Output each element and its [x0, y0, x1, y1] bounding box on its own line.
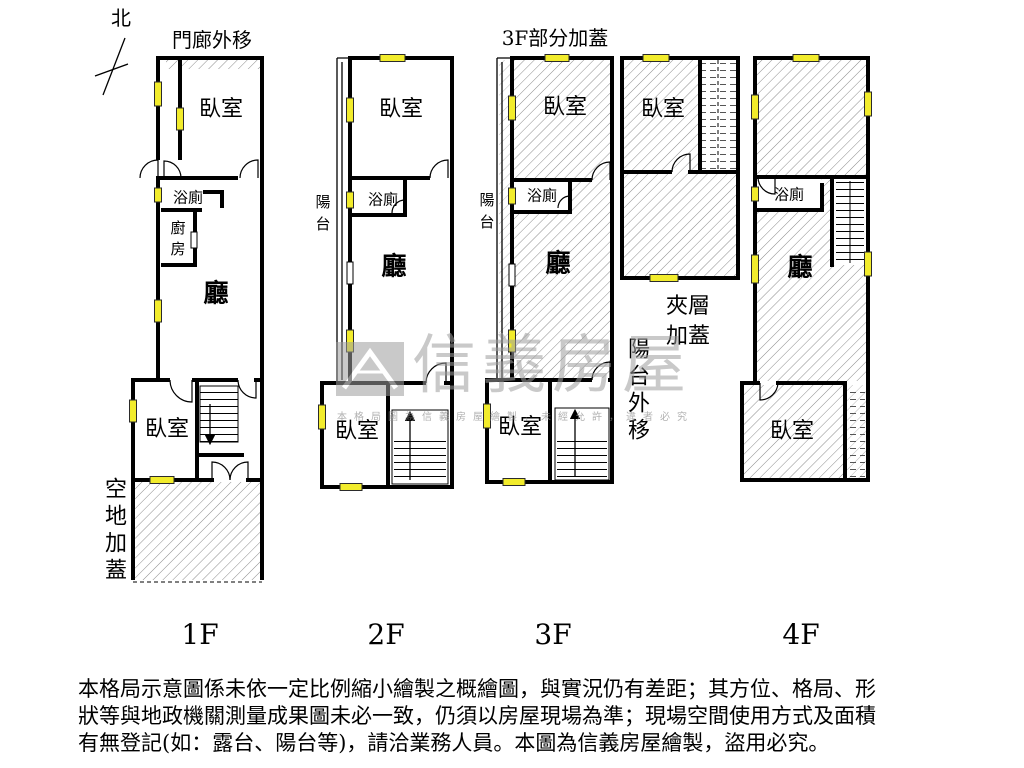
f2-caption: 2F: [367, 618, 405, 651]
f3-plan: [483, 54, 614, 486]
f3-side-door: [508, 263, 516, 287]
f3-walls: [485, 56, 614, 484]
mezzanine-addition-note: 夾層加蓋: [665, 294, 710, 349]
north-arrow-icon: [94, 37, 129, 96]
watermark-brand: 信義房屋: [412, 329, 692, 403]
f3-partial-note: 3F部分加蓋: [501, 26, 609, 50]
f3-balcony-moved-note: 陽台外移: [624, 337, 649, 445]
mezzanine-bedroom-label: 臥室: [640, 97, 686, 122]
mezz-hatch-left: [624, 60, 700, 276]
f3-bath-label: 浴廁: [526, 186, 558, 205]
f1-bedroom-lower-label: 臥室: [144, 417, 190, 442]
mezzanine-stairs-icon: [702, 60, 736, 170]
f1-doors: [139, 159, 259, 481]
f4-doors: [757, 176, 779, 401]
watermark-notice: 本格局圖為信義房屋繪製，未經允許，違者必究: [337, 412, 694, 423]
f4-caption: 4F: [782, 618, 820, 651]
mezz-hatch-right: [700, 172, 736, 276]
mezzanine-door: [671, 153, 691, 173]
f1-windows: [129, 81, 184, 484]
f1-living-label: 廳: [203, 278, 229, 308]
f2-bedroom-lower-label: 臥室: [334, 419, 380, 444]
disclaimer-line: 本格局示意圖係未依一定比例縮小繪製之概繪圖，與實況仍有差距；其方位、格局、形: [78, 677, 876, 701]
f4-plan: [740, 54, 872, 482]
f2-stairs-icon: [391, 409, 449, 485]
f4-stairs-icon: [836, 181, 864, 263]
f3-doors: [557, 161, 611, 381]
mezzanine-windows: [642, 54, 679, 282]
f1-yard-hatch: [135, 482, 260, 580]
f3-caption: 3F: [534, 618, 572, 651]
f4-bath-clear: [757, 179, 821, 209]
f1-bedroom-upper-label: 臥室: [198, 97, 244, 122]
f1-porch-hatch: [166, 60, 260, 69]
f1-bath-label: 浴廁: [172, 188, 204, 207]
f2-side-door: [346, 261, 354, 285]
f3-bedroom-upper-label: 臥室: [542, 95, 588, 120]
f1-stairs-icon: [199, 385, 239, 446]
f2-bedroom-upper-label: 臥室: [378, 97, 424, 122]
house-logo-icon: [336, 342, 404, 396]
f3-bedroom-lower-label: 臥室: [497, 415, 543, 440]
f1-caption: 1F: [181, 618, 219, 651]
hatched-additions: [135, 60, 866, 580]
f3-living-label: 廳: [545, 248, 571, 278]
disclaimer-line: 有無登記(如：露台、陽台等)，請洽業務人員。本圖為信義房屋繪製，盜用必究。: [78, 731, 830, 755]
f4-windows: [751, 54, 872, 284]
f4-lower-stairs-icon: [848, 386, 865, 478]
mezzanine-plan: [620, 54, 740, 282]
mezzanine-walls: [620, 56, 740, 280]
f4-walls: [740, 56, 870, 482]
disclaimer-line: 狀等與地政機關測量成果圖未必一致，仍須以房屋現場為準；現場空間使用方式及面積: [78, 704, 876, 728]
compass-north-label: 北: [111, 6, 131, 30]
f4-bedroom-label: 臥室: [769, 419, 815, 444]
f1-porch-note: 門廊外移: [172, 28, 252, 52]
f1-kitchen-label: 廚房: [168, 220, 187, 262]
f3-bath-clear: [514, 182, 569, 211]
f4-living-label: 廳: [787, 252, 813, 282]
f2-doors: [391, 159, 449, 384]
f3-balcony-label: 陽台: [477, 192, 496, 236]
f2-balcony-label: 陽台: [313, 194, 332, 238]
f2-bath-label: 浴廁: [367, 190, 399, 209]
f1-kitchen-door: [190, 231, 198, 249]
f2-windows: [318, 54, 406, 491]
f1-yard-note: 空地加蓋: [101, 477, 126, 585]
f3-main-hatch: [514, 60, 610, 378]
f1-plan: [129, 56, 264, 583]
f3-windows: [483, 54, 570, 486]
f2-living-label: 廳: [381, 251, 407, 281]
f4-bath-label: 浴廁: [773, 185, 805, 204]
f3-stairs-icon: [554, 407, 610, 481]
